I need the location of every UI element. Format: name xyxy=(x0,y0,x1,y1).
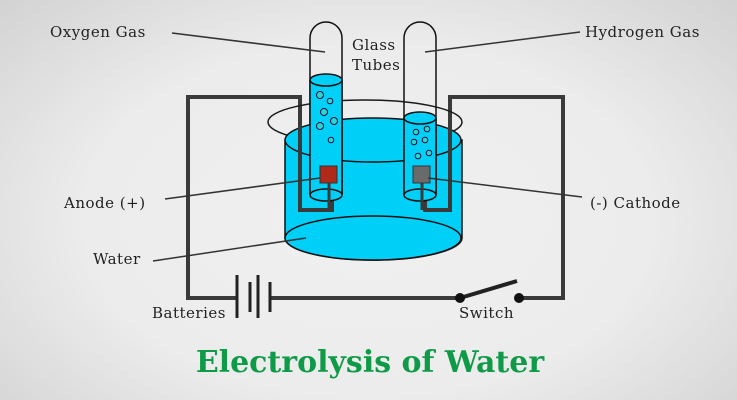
switch-icon xyxy=(455,279,524,303)
batteries-label: Batteries xyxy=(152,304,226,322)
cathode-electrode xyxy=(412,165,431,184)
oxygen-bubbles xyxy=(316,91,338,144)
anode-electrode xyxy=(319,165,338,184)
switch-label: Switch xyxy=(459,304,514,322)
oxygen-gas-label: Oxygen Gas xyxy=(50,23,146,41)
hydrogen-bubbles xyxy=(410,125,433,160)
anode-label: Anode (+) xyxy=(63,194,146,212)
oxygen-tube xyxy=(309,21,343,202)
diagram-title: Electrolysis of Water xyxy=(196,345,546,380)
battery-icon xyxy=(235,275,272,318)
cathode-label: (-) Cathode xyxy=(590,194,681,212)
water-label: Water xyxy=(93,250,141,268)
glass-tubes-label-line2: Tubes xyxy=(352,56,400,74)
leader-lines xyxy=(152,31,583,262)
glass-tubes-label-line1: Glass xyxy=(352,36,396,54)
hydrogen-gas-label: Hydrogen Gas xyxy=(585,23,700,41)
